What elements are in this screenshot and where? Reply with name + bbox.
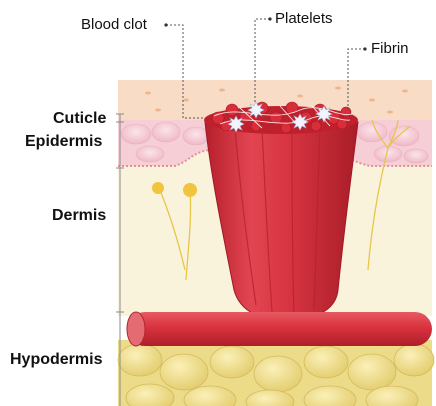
vessel-opening xyxy=(127,312,145,346)
blood-vessel xyxy=(128,312,432,346)
dermis-label: Dermis xyxy=(52,207,106,225)
platelets-label: Platelets xyxy=(275,10,333,27)
epidermis-label: Epidermis xyxy=(25,133,102,151)
cuticle-label: Cuticle xyxy=(53,110,106,128)
hypodermis-label: Hypodermis xyxy=(10,351,102,369)
fibrin-label: Fibrin xyxy=(371,40,409,57)
blood-clot-label: Blood clot xyxy=(81,16,147,33)
callout-dots xyxy=(164,17,366,50)
nerve-ending xyxy=(183,183,197,197)
nerve-ending xyxy=(152,182,164,194)
